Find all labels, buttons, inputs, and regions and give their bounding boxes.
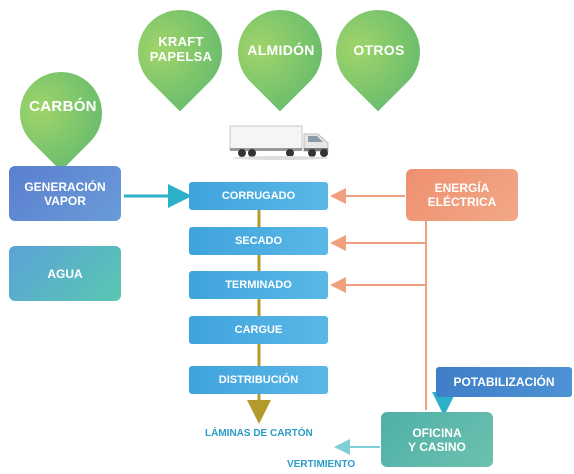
almidon-label: ALMIDÓN	[247, 42, 315, 58]
step-terminado: TERMINADO	[189, 271, 328, 299]
generacion-vapor-box: GENERACIÓN VAPOR	[9, 166, 121, 221]
kraft-label: KRAFT PAPELSA	[149, 34, 213, 64]
step-cargue: CARGUE	[189, 316, 328, 344]
step-secado: SECADO	[189, 227, 328, 255]
energia-electrica-box: ENERGÍA ELÉCTRICA	[406, 169, 518, 221]
truck-icon	[229, 125, 329, 160]
otros-label: OTROS	[353, 42, 405, 58]
agua-box: AGUA	[9, 246, 121, 301]
potabilizacion-box: POTABILIZACIÓN	[436, 367, 572, 397]
step-corrugado: CORRUGADO	[189, 182, 328, 210]
laminas-label: LÁMINAS DE CARTÓN	[205, 428, 313, 439]
carbon-label: CARBÓN	[29, 98, 97, 115]
step-distribucion: DISTRIBUCIÓN	[189, 366, 328, 394]
vertimiento-label: VERTIMIENTO	[287, 459, 356, 470]
oficina-casino-box: OFICINA Y CASINO	[381, 412, 493, 467]
